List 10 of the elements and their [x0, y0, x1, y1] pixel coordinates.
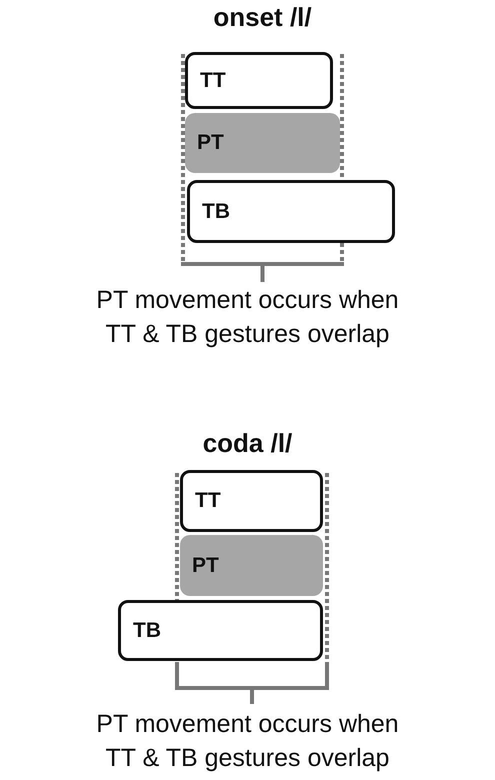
- shaded-gesture-box: PT: [185, 113, 340, 173]
- caption-text: PT movement occurs when TT & TB gestures overlap: [95, 709, 400, 774]
- gesture-box: TB: [118, 600, 323, 661]
- gesture-box: TB: [187, 180, 395, 243]
- heading: coda /l/: [202, 427, 294, 460]
- heading: onset /l/: [212, 1, 313, 34]
- shaded-gesture-box: PT: [180, 535, 323, 596]
- caption-text: PT movement occurs when TT & TB gestures overlap: [95, 285, 400, 350]
- gesture-box: TT: [185, 52, 333, 109]
- gesture-box: TT: [180, 470, 323, 532]
